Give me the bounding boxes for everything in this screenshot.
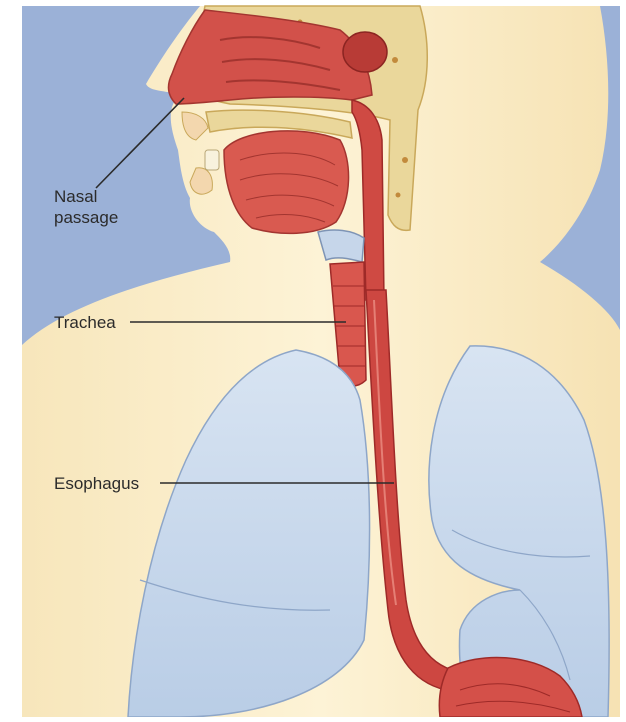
bone-pores-5 bbox=[396, 193, 401, 198]
larynx bbox=[318, 230, 364, 262]
bone-pores-3 bbox=[392, 57, 398, 63]
trachea-label: Trachea bbox=[54, 312, 116, 333]
bone-pores-4 bbox=[402, 157, 408, 163]
teeth bbox=[205, 150, 219, 170]
esophagus-label: Esophagus bbox=[54, 473, 139, 494]
sinus bbox=[343, 32, 387, 72]
nasal-passage-label: Nasal passage bbox=[54, 186, 118, 228]
